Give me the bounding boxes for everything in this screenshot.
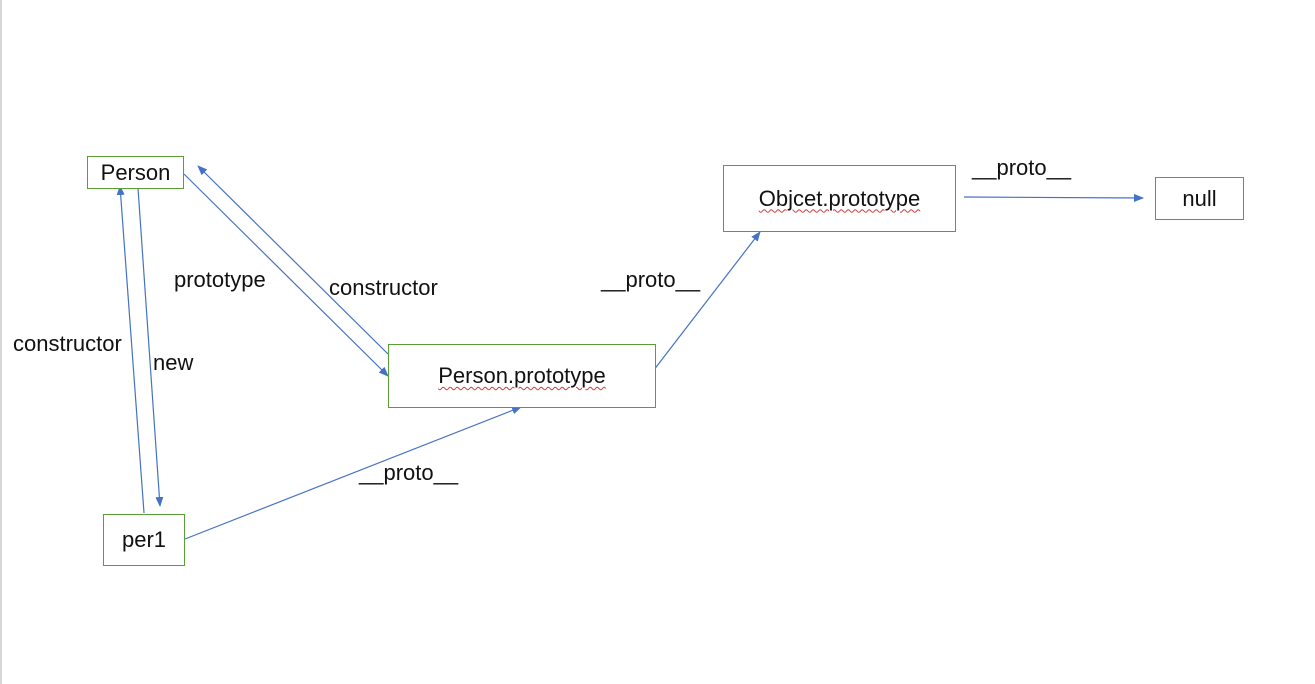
node-per1[interactable]: per1 <box>103 514 185 566</box>
label-proto-object-prototype: __proto__ <box>972 155 1072 180</box>
arrow-proto-per1 <box>184 406 522 540</box>
page-edge-rule <box>0 0 2 684</box>
node-person[interactable]: Person <box>87 156 184 189</box>
node-null[interactable]: null <box>1155 177 1244 220</box>
label-prototype: prototype <box>174 267 266 292</box>
node-person-prototype-label: Person.prototype <box>438 363 606 388</box>
node-person-prototype[interactable]: Person.prototype <box>388 344 656 408</box>
arrow-new <box>137 187 164 507</box>
arrow-prototype <box>183 173 389 377</box>
node-per1-label: per1 <box>121 527 167 552</box>
node-object-prototype-label: Objcet.prototype <box>758 185 921 211</box>
arrow-constructor-upper <box>197 165 389 355</box>
node-null-label: null <box>1182 185 1217 211</box>
label-proto-person-prototype: __proto__ <box>601 267 701 292</box>
arrow-proto-person-prototype <box>649 231 761 376</box>
label-constructor-left: constructor <box>13 331 122 356</box>
node-person-label: Person <box>100 159 171 185</box>
node-object-prototype[interactable]: Objcet.prototype <box>723 165 956 232</box>
arrow-constructor-left <box>116 185 145 514</box>
label-new: new <box>153 350 194 375</box>
arrow-proto-object-prototype <box>963 193 1144 202</box>
label-proto-per1: __proto__ <box>359 460 459 485</box>
label-constructor-upper: constructor <box>329 275 438 300</box>
